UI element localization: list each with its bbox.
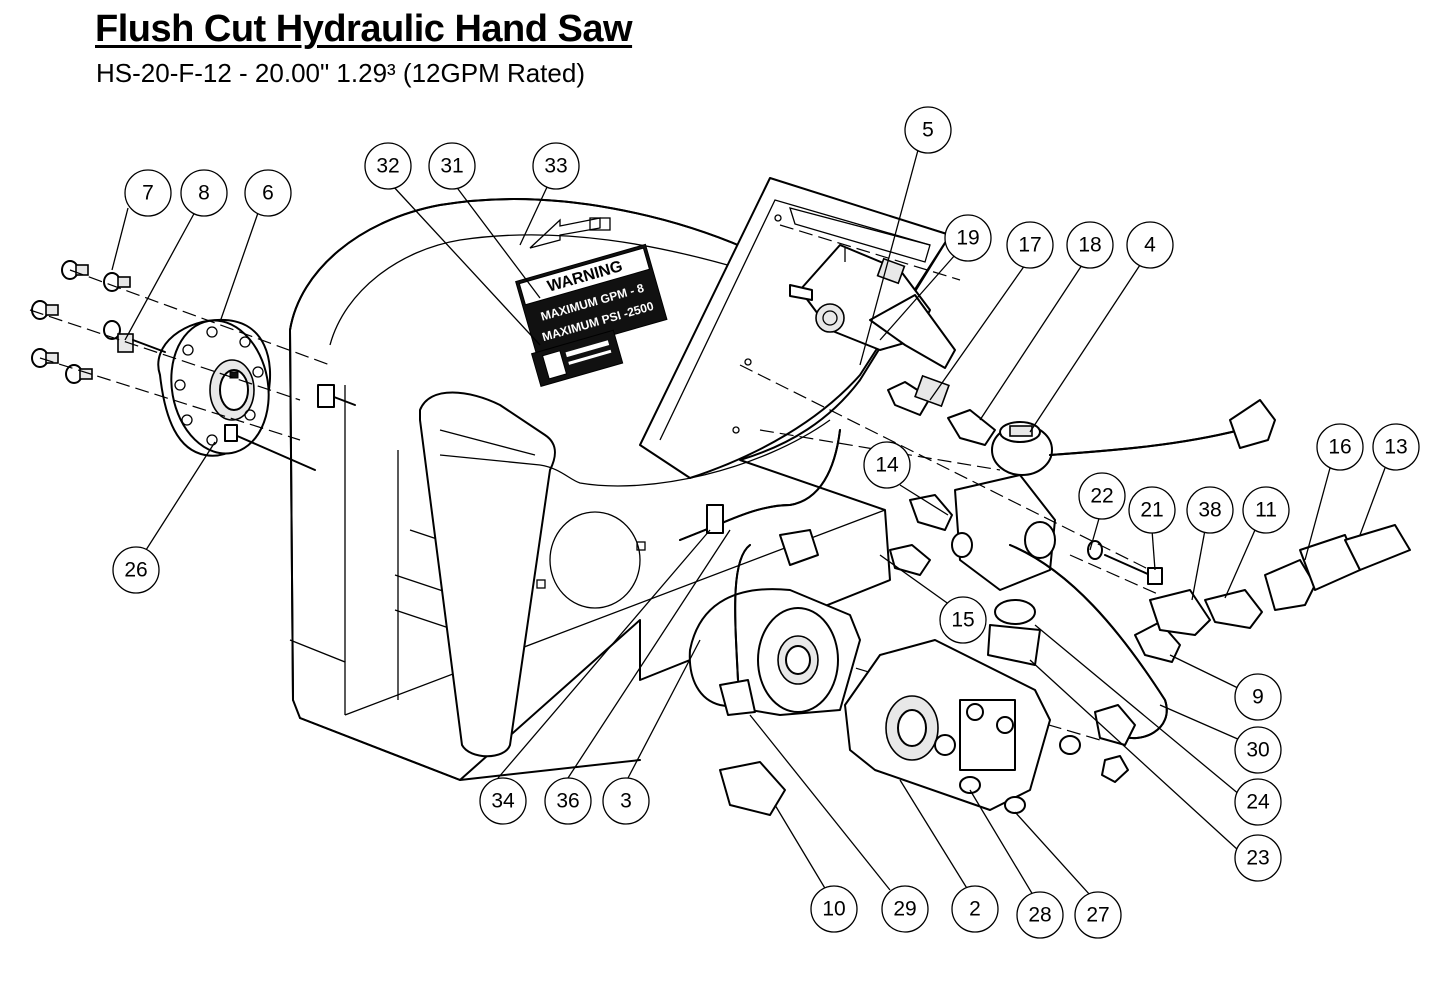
callout-11: 11 (1242, 486, 1290, 534)
page-subtitle: HS-20-F-12 - 20.00" 1.29³ (12GPM Rated) (96, 58, 585, 88)
callout-32: 32 (364, 142, 412, 190)
svg-text:30: 30 (1246, 739, 1269, 762)
warning-label: WARNING MAXIMUM GPM - 8 MAXIMUM PSI -250… (515, 243, 668, 358)
svg-text:14: 14 (875, 454, 899, 477)
svg-text:28: 28 (1028, 904, 1051, 927)
leader-lines (111, 149, 1386, 896)
callout-14: 14 (863, 441, 911, 489)
svg-text:19: 19 (956, 227, 979, 250)
hydraulic-motor (688, 529, 861, 816)
svg-text:13: 13 (1384, 436, 1407, 459)
callout-10: 10 (810, 885, 858, 933)
callout-15: 15 (939, 596, 987, 644)
svg-text:9: 9 (1252, 686, 1264, 709)
svg-text:4: 4 (1144, 234, 1156, 257)
svg-text:21: 21 (1140, 499, 1163, 522)
svg-text:6: 6 (262, 182, 274, 205)
svg-text:3: 3 (620, 790, 632, 813)
blade-cover-plate (639, 177, 951, 479)
screws-left (29, 260, 356, 471)
callout-34: 34 (479, 777, 527, 825)
callout-3: 3 (602, 777, 650, 825)
svg-text:10: 10 (822, 898, 845, 921)
callout-28: 28 (1016, 891, 1064, 939)
callout-21: 21 (1128, 486, 1176, 534)
callout-27: 27 (1074, 891, 1122, 939)
callout-6: 6 (244, 169, 292, 217)
brand-plate (530, 329, 624, 388)
svg-text:8: 8 (198, 182, 210, 205)
callout-4: 4 (1126, 221, 1174, 269)
callout-7: 7 (124, 169, 172, 217)
hose-clamp (679, 429, 841, 541)
callout-24: 24 (1234, 778, 1282, 826)
svg-text:29: 29 (893, 898, 916, 921)
callout-18: 18 (1066, 221, 1114, 269)
svg-text:26: 26 (124, 559, 147, 582)
svg-text:5: 5 (922, 119, 934, 142)
callout-19: 19 (944, 214, 992, 262)
svg-text:33: 33 (544, 155, 567, 178)
page-title: Flush Cut Hydraulic Hand Saw (95, 8, 633, 50)
svg-text:16: 16 (1328, 436, 1351, 459)
svg-text:2: 2 (969, 898, 981, 921)
svg-text:22: 22 (1090, 485, 1113, 508)
svg-text:17: 17 (1018, 234, 1041, 257)
callout-38: 38 (1186, 486, 1234, 534)
callout-17: 17 (1006, 221, 1054, 269)
svg-text:11: 11 (1255, 499, 1277, 522)
callout-26: 26 (112, 546, 160, 594)
callout-bubbles: 7 8 6 26 32 31 33 5 19 17 18 4 14 15 22 … (112, 106, 1420, 939)
svg-text:31: 31 (440, 155, 463, 178)
callout-23: 23 (1234, 834, 1282, 882)
callout-8: 8 (180, 169, 228, 217)
callout-2: 2 (951, 885, 999, 933)
hydraulic-pump (844, 639, 1129, 814)
svg-text:32: 32 (376, 155, 399, 178)
svg-text:23: 23 (1246, 847, 1269, 870)
callout-16: 16 (1316, 423, 1364, 471)
svg-text:34: 34 (491, 790, 515, 813)
svg-text:27: 27 (1086, 904, 1109, 927)
valve-lever-assembly (789, 244, 956, 369)
callout-22: 22 (1078, 472, 1126, 520)
callout-29: 29 (881, 885, 929, 933)
hydraulic-fittings (739, 224, 1411, 746)
callout-36: 36 (544, 777, 592, 825)
svg-text:7: 7 (142, 182, 154, 205)
svg-text:36: 36 (556, 790, 579, 813)
callout-5: 5 (904, 106, 952, 154)
callout-31: 31 (428, 142, 476, 190)
svg-text:24: 24 (1246, 791, 1270, 814)
svg-text:38: 38 (1198, 499, 1221, 522)
callout-9: 9 (1234, 673, 1282, 721)
callout-30: 30 (1234, 726, 1282, 774)
svg-text:15: 15 (951, 609, 974, 632)
svg-text:18: 18 (1078, 234, 1101, 257)
callout-33: 33 (532, 142, 580, 190)
callout-13: 13 (1372, 423, 1420, 471)
